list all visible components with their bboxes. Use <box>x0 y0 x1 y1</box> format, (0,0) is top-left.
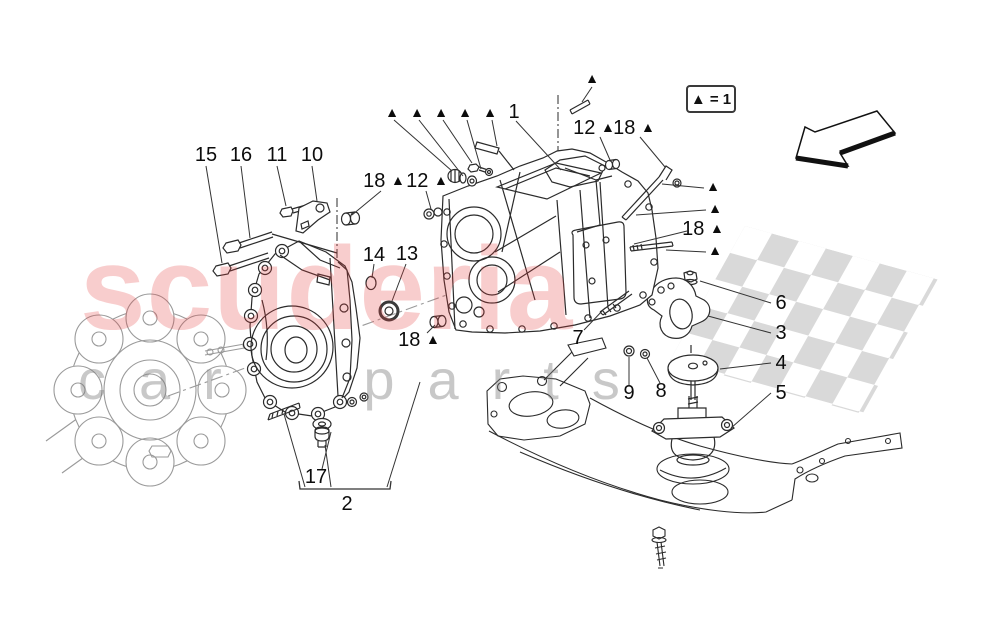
callout-label: ▲ <box>708 242 722 258</box>
callout-label: ▲ <box>458 104 472 120</box>
callout-label: 11 <box>266 144 288 166</box>
callout-label: 18 ▲ <box>613 117 655 139</box>
legend-label: ▲ = 1 <box>690 90 732 108</box>
callout-label: 18 ▲ <box>398 329 440 351</box>
callout-label: 10 <box>300 144 324 166</box>
callout-label: 13 <box>395 243 419 265</box>
callout-label: 4 <box>775 352 787 374</box>
callout-label: 7 <box>572 327 584 349</box>
callout-label: 5 <box>775 382 787 404</box>
subframe-drawing <box>486 337 903 569</box>
legend-box: ▲ = 1 <box>686 85 736 113</box>
bolts-bracket-drawing <box>212 200 443 277</box>
callout-label: ▲ <box>708 200 722 216</box>
callout-label: 2 <box>341 493 353 515</box>
callout-label: ▲ <box>483 104 497 120</box>
callout-label: ▲ <box>410 104 424 120</box>
callout-label: 14 <box>362 244 386 266</box>
callout-label: 1 <box>508 101 520 123</box>
callout-label: 18 ▲ <box>682 218 724 240</box>
driveshaft-flange-drawing <box>45 292 453 487</box>
engine-mount-drawing <box>623 270 735 466</box>
callout-label: ▲ <box>706 178 720 194</box>
direction-arrow-icon <box>795 110 897 169</box>
callout-label: 12 ▲ <box>573 117 615 139</box>
callout-label: 15 <box>194 144 218 166</box>
callout-label: 17 <box>304 466 328 488</box>
callout-label: 6 <box>775 292 787 314</box>
callout-label: 9 <box>623 382 635 404</box>
gearbox-cover-drawing <box>242 198 400 448</box>
callout-label: ▲ <box>434 104 448 120</box>
callout-label: 8 <box>655 380 667 402</box>
callout-label: ▲ <box>385 104 399 120</box>
leader-lines <box>205 86 772 490</box>
callout-label: 12 ▲ <box>406 170 448 192</box>
callout-label: 3 <box>775 322 787 344</box>
gearbox-housing-drawing <box>429 95 682 334</box>
callout-label: 18 ▲ <box>363 170 405 192</box>
callout-label: 16 <box>229 144 253 166</box>
callout-label: ▲ <box>585 70 599 86</box>
